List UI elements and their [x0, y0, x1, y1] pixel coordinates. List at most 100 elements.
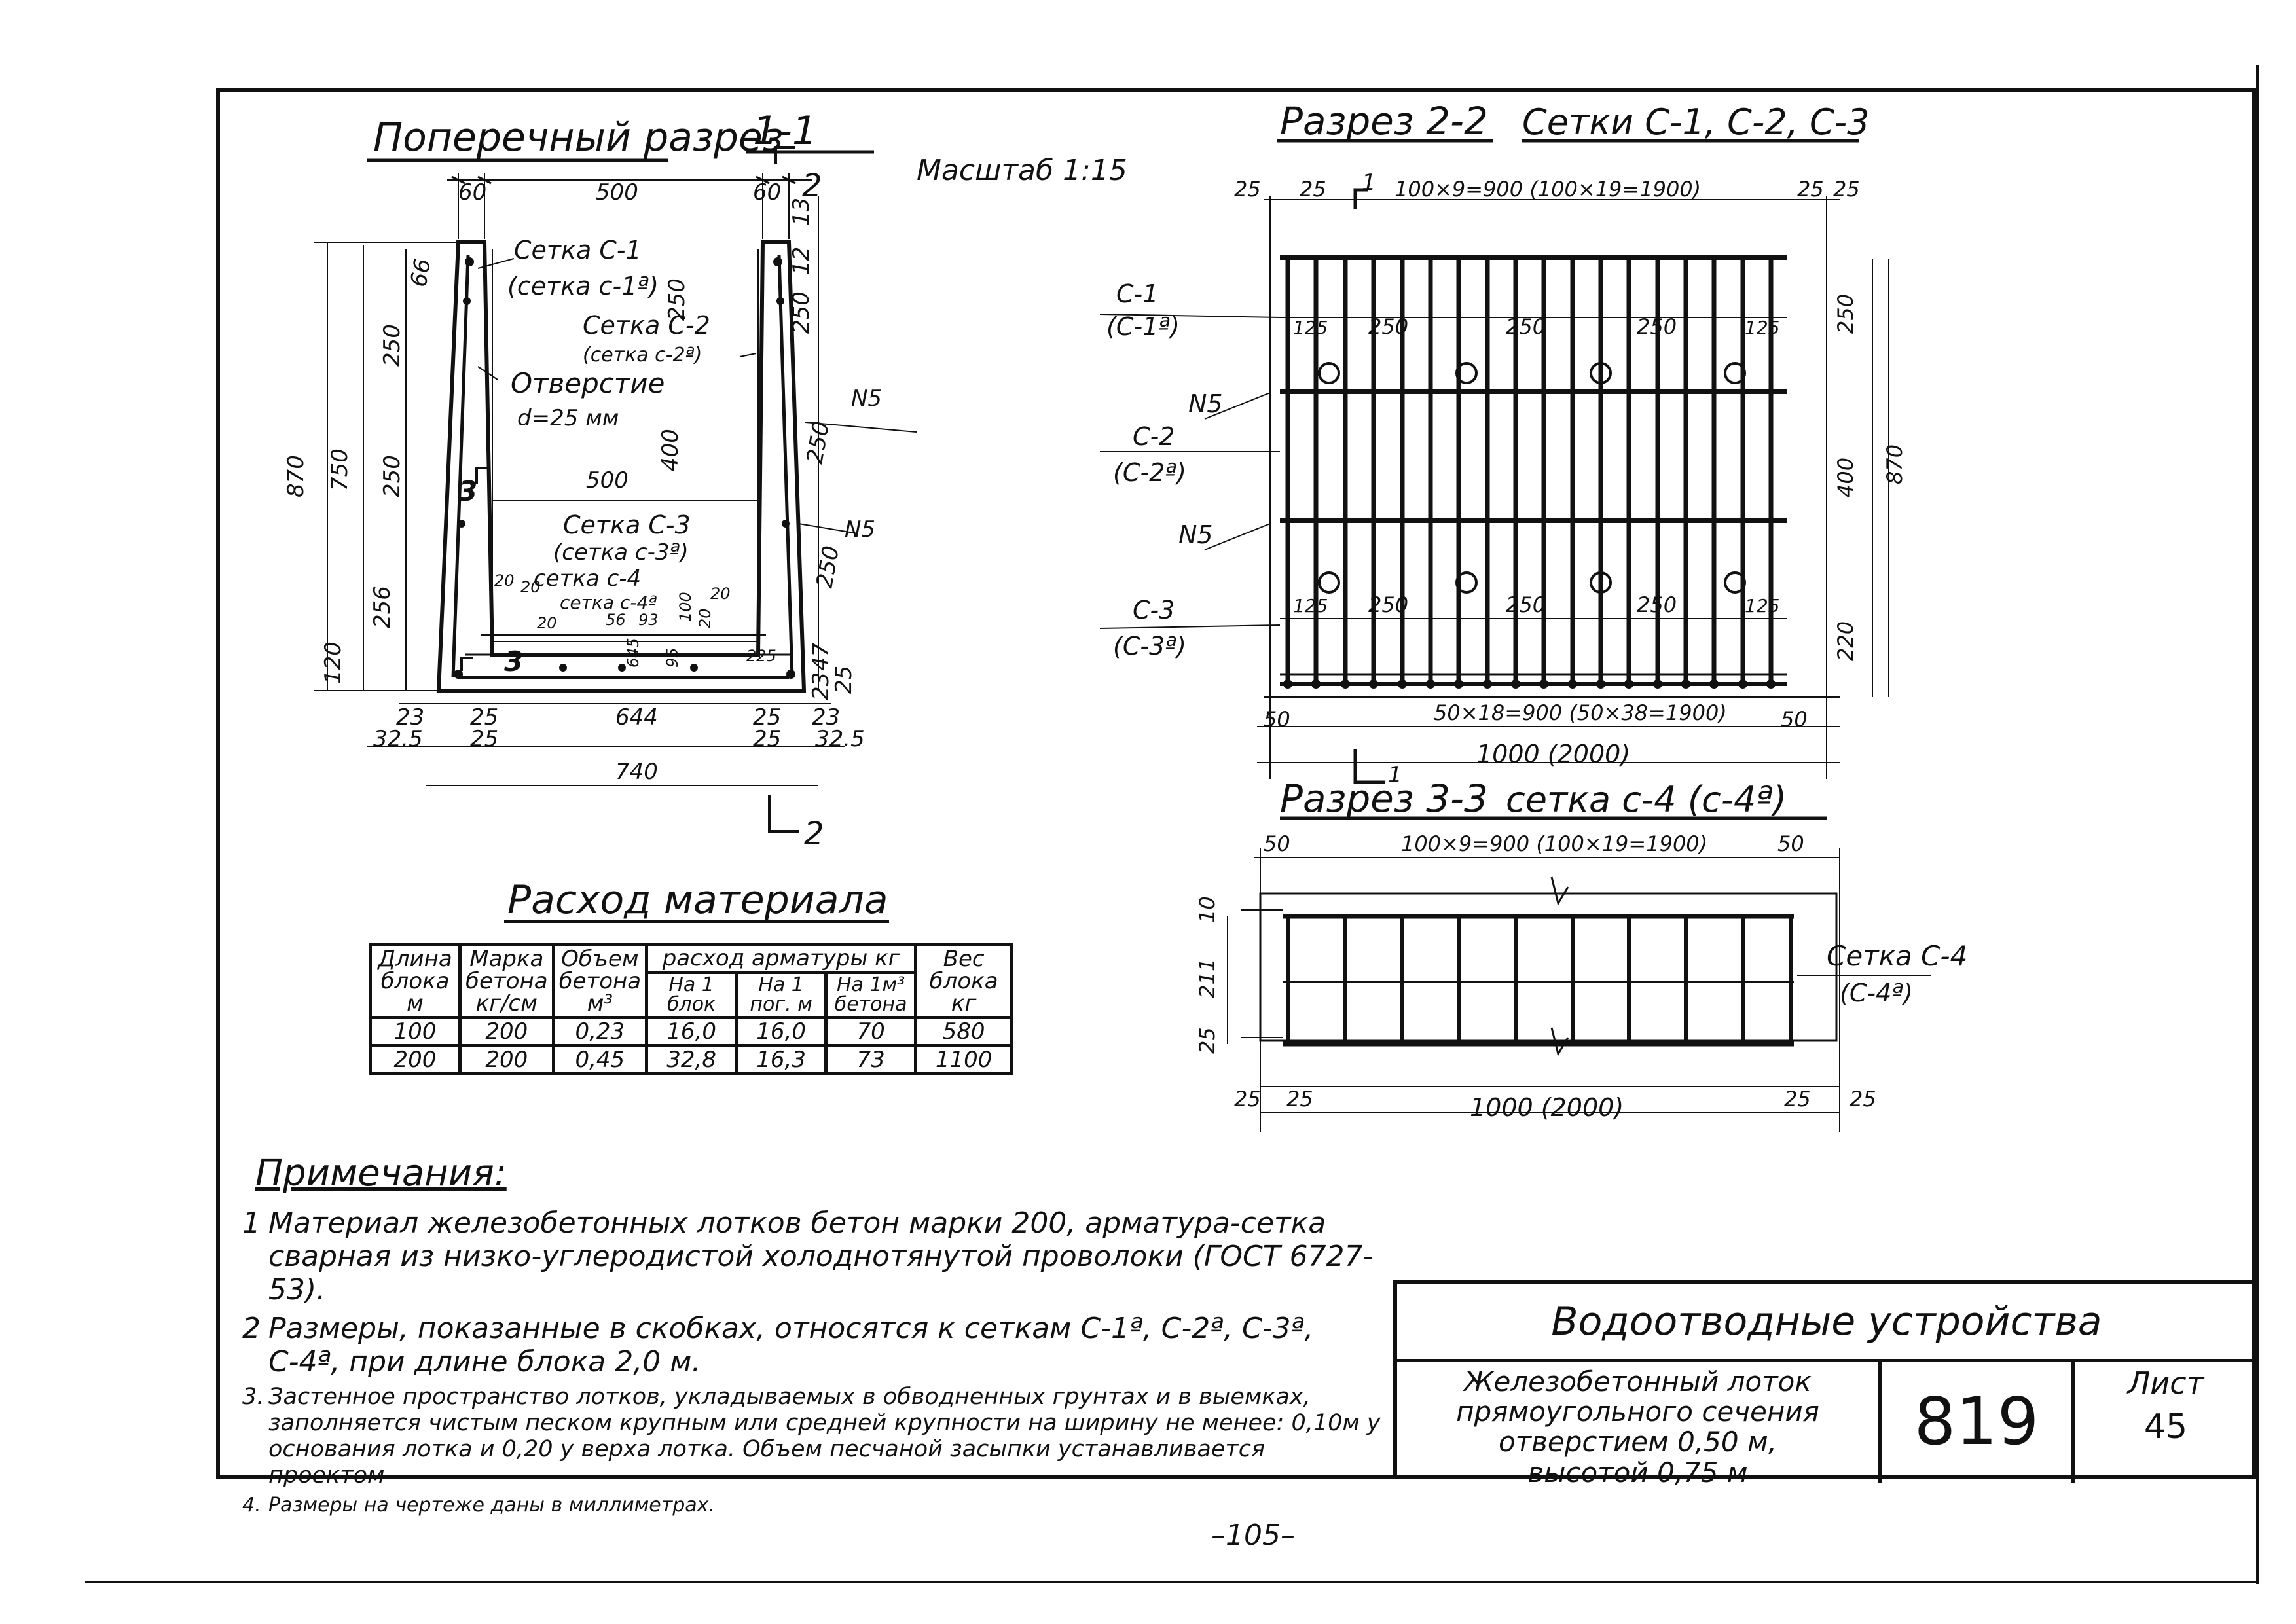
dim-top-500: 500 — [596, 179, 638, 206]
dim-bottom-740: 740 — [615, 759, 658, 785]
dim-right-12: 12 — [788, 247, 814, 275]
s2-label-c1a: (С-1ª) — [1106, 312, 1180, 341]
header-rebar-per-meter: На 1 пог. м — [735, 971, 828, 1019]
section-2-2-drawing — [1099, 139, 1889, 784]
section-3-title: Разрез 3-3 — [1280, 776, 1488, 821]
section-1-title: Поперечный разрез — [373, 115, 784, 160]
note-number: 2 — [242, 1312, 261, 1345]
s2-dim-right-400: 400 — [1833, 458, 1858, 497]
s2-label-c2: С-2 — [1133, 422, 1175, 451]
s3-dim-left-211: 211 — [1195, 958, 1220, 998]
dim-small-100: 100 — [676, 592, 695, 622]
cell: 100 — [369, 1016, 462, 1047]
sheet-edge-bottom — [85, 1581, 2259, 1583]
cell: 70 — [824, 1016, 918, 1047]
cell: 0,45 — [551, 1044, 649, 1075]
s3-dim-left-10: 10 — [1195, 896, 1220, 923]
dim-right-13: 13 — [788, 198, 814, 226]
cell: 200 — [458, 1016, 555, 1047]
s2-spacing2-250-b: 250 — [1506, 592, 1546, 617]
note-item: 3. Застенное пространство лотков, уклады… — [242, 1384, 1381, 1489]
dim-left-256: 256 — [369, 586, 395, 628]
cut-mark-2-bottom: 2 — [804, 816, 824, 852]
cut-mark-2-top: 2 — [802, 168, 822, 204]
note-number: 4. — [242, 1494, 261, 1517]
notes-title: Примечания: — [255, 1152, 507, 1195]
s2-spacing-250-a: 250 — [1368, 314, 1408, 339]
note-item: 4. Размеры на чертеже даны в миллиметрах… — [242, 1494, 1381, 1517]
label-hole: Отверстие — [511, 367, 665, 399]
dim-bottom-25-right: 25 — [753, 704, 781, 731]
dim-small-20-b: 20 — [520, 578, 541, 596]
s3-dim-bottom-25-b: 25 — [1286, 1087, 1313, 1111]
header-length: Длина блока м — [369, 943, 462, 1019]
label-setka-c3: Сетка С-3 — [563, 511, 691, 539]
s3-label-c4: Сетка С-4 — [1827, 940, 1967, 972]
cell: 200 — [369, 1044, 462, 1075]
s2-dim-bottom-spacing: 50×18=900 (50×38=1900) — [1434, 700, 1727, 725]
dim-bottom2-25-right: 25 — [753, 726, 781, 752]
section-2-subtitle: Сетки С-1, С-2, С-3 — [1522, 101, 1870, 143]
dim-right-23: 23 — [808, 672, 834, 700]
scale-label: Масштаб 1:15 — [917, 154, 1127, 187]
title-block-description: Железобетонный лоток прямоугольного сече… — [1397, 1359, 1882, 1487]
s2-label-c2a: (С-2ª) — [1113, 458, 1186, 487]
label-n5-upper: N5 — [851, 386, 882, 412]
note-text: Размеры на чертеже даны в миллиметрах. — [268, 1494, 715, 1517]
desc-line: отверстием 0,50 м, — [1498, 1426, 1777, 1458]
section-3-subtitle: сетка с-4 (с-4ª) — [1506, 779, 1787, 820]
section-3-3-drawing — [1227, 816, 1931, 1132]
dim-inner-500: 500 — [586, 467, 629, 494]
dim-bottom-23-left: 23 — [396, 704, 424, 731]
desc-line: Железобетонный лоток — [1464, 1365, 1812, 1398]
cut-mark-3-bottom: 3 — [504, 645, 523, 677]
dim-small-56: 56 — [606, 611, 626, 629]
cell: 73 — [824, 1044, 918, 1075]
s3-dim-bottom-25-a: 25 — [1234, 1087, 1261, 1111]
s2-spacing-250-b: 250 — [1506, 314, 1546, 339]
dim-right-250-a: 250 — [788, 291, 814, 334]
dim-left-250-a: 250 — [379, 324, 405, 367]
s2-label-n5-b: N5 — [1178, 520, 1213, 549]
s3-dim-bottom-25-c: 25 — [1784, 1087, 1811, 1111]
header-grade: Марка бетона кг/см — [458, 943, 555, 1019]
s2-dim-bottom-total: 1000 (2000) — [1476, 740, 1630, 768]
section-1-1-drawing — [314, 146, 917, 833]
label-setka-c2a: (сетка с-2ª) — [583, 344, 702, 367]
dim-left-750: 750 — [327, 448, 353, 491]
header-rebar-per-block: На 1 блок — [645, 971, 738, 1019]
dim-inner-250: 250 — [664, 278, 690, 321]
label-hole-diameter: d=25 мм — [517, 405, 619, 431]
dim-right-250-b: 250 — [801, 420, 835, 466]
cell: 16,0 — [645, 1016, 738, 1047]
s2-label-c3a: (С-3ª) — [1113, 632, 1186, 660]
notes: Примечания: 1 Материал железобетонных ло… — [242, 1152, 1381, 1517]
label-n5-lower: N5 — [845, 516, 875, 543]
title-block: Водоотводные устройства Железобетонный л… — [1393, 1280, 2256, 1487]
dim-small-93: 93 — [638, 611, 659, 629]
s2-dim-bottom-50-left: 50 — [1264, 707, 1290, 732]
sheet-edge-right — [2256, 65, 2259, 1584]
dim-small-95: 95 — [663, 647, 682, 668]
cell: 580 — [914, 1016, 1014, 1047]
section-3-3-text: Разрез 3-3 сетка с-4 (с-4ª) 50 100×9=900… — [1195, 776, 1967, 1122]
s2-dim-top-25-c: 25 — [1797, 177, 1824, 202]
cell: 16,0 — [735, 1016, 828, 1047]
dim-inner-400: 400 — [657, 429, 683, 471]
s3-label-c4a: (С-4ª) — [1840, 979, 1913, 1007]
section-2-2-text: Разрез 2-2 Сетки С-1, С-2, С-3 1 1 25 25… — [1106, 99, 1907, 788]
note-item: 1 Материал железобетонных лотков бетон м… — [242, 1206, 1381, 1307]
dim-bottom-644: 644 — [615, 704, 658, 731]
sheet-number: 45 — [2143, 1407, 2188, 1447]
cut-mark-1-bottom: 1 — [1388, 762, 1402, 788]
s2-spacing2-125-b: 125 — [1745, 595, 1779, 617]
dim-left-870: 870 — [283, 455, 309, 497]
dim-bottom-32-5-left: 32.5 — [373, 726, 423, 752]
cut-mark-1-top: 1 — [1362, 170, 1376, 196]
s2-label-n5-a: N5 — [1188, 389, 1223, 418]
s2-dim-top-25-b: 25 — [1300, 177, 1326, 202]
s2-spacing2-125-a: 125 — [1293, 595, 1328, 617]
section-1-number: 1-1 — [753, 108, 817, 154]
dim-bottom2-25-left: 25 — [470, 726, 498, 752]
materials-title: Расход материала — [507, 877, 888, 923]
